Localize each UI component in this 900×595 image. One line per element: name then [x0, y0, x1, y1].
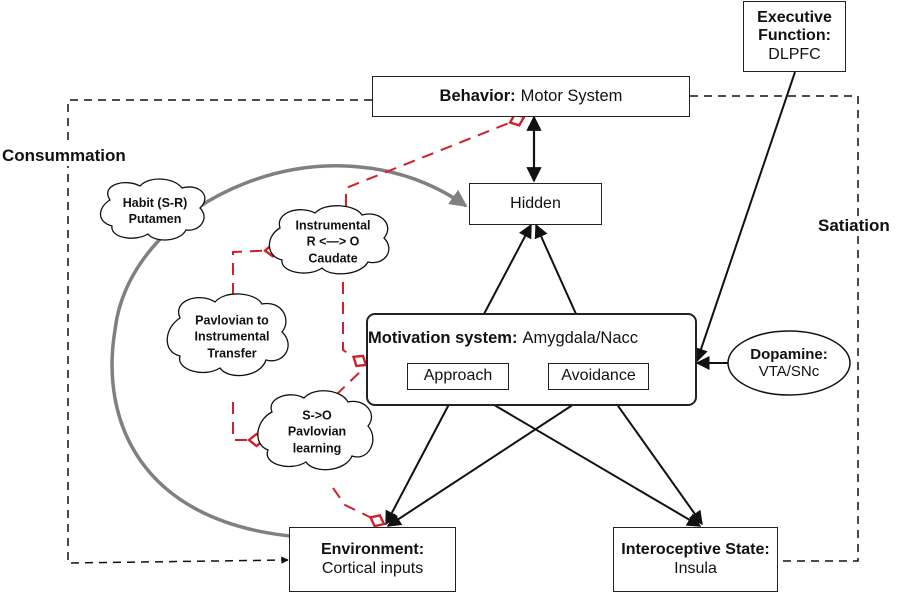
- habit-line-1: Habit (S-R): [122, 195, 188, 210]
- behavior-node-subtitle: Motor System: [520, 87, 623, 106]
- interoceptive-title: Interoceptive State:: [621, 541, 770, 559]
- executive-motivation-arrow: [694, 71, 796, 363]
- motivation-system-node: Motivation system: Amygdala/Nacc: [366, 313, 697, 406]
- consummation-dashed-arrow: [67, 99, 372, 564]
- dopamine-label-group: Dopamine: VTA/SNc: [735, 343, 843, 383]
- approach-node: Approach: [407, 363, 509, 390]
- hidden-label: Hidden: [510, 194, 561, 212]
- motivation-subtitle: Amygdala/Nacc: [522, 329, 639, 347]
- pit-line-3: Transfer: [207, 346, 257, 361]
- motivation-title: Motivation system:: [368, 329, 518, 347]
- pavlovian-line-2: Pavlovian: [287, 424, 347, 439]
- pavlovian-line-3: learning: [292, 441, 342, 456]
- pit-cloud-text: Pavlovian to Instrumental Transfer: [194, 313, 269, 362]
- interoceptive-state-node: Interoceptive State: Insula: [613, 527, 778, 592]
- dopamine-node: [727, 330, 851, 396]
- pavlovian-line-1: S->O: [302, 408, 332, 423]
- instrumental-line-2: R <—> O: [306, 234, 360, 249]
- habit-cloud-text: Habit (S-R) Putamen: [123, 195, 188, 228]
- pavlovian-cloud: [257, 390, 374, 471]
- habit-line-2: Putamen: [128, 212, 182, 226]
- pit-line-2: Instrumental: [194, 329, 270, 344]
- instrumental-cloud-text: Instrumental R <—> O Caudate: [295, 218, 370, 267]
- dopamine-title: Dopamine:: [750, 345, 828, 363]
- executive-function-node: Executive Function: DLPFC: [743, 1, 846, 72]
- avoidance-environment-arrow: [386, 388, 599, 527]
- pavlovian-motivation-red-link: [335, 369, 363, 396]
- avoidance-node: Avoidance: [548, 363, 649, 390]
- instrumental-line-1: Instrumental: [295, 218, 371, 233]
- approach-interoceptive-arrow: [465, 388, 702, 527]
- satiation-label: Satiation: [818, 216, 890, 236]
- executive-line-1: Executive: [757, 8, 832, 26]
- satiation-dashed-arrow: [690, 95, 859, 565]
- hidden-node: Hidden: [469, 183, 602, 225]
- executive-line-3: DLPFC: [768, 45, 821, 63]
- behavior-node: Behavior: Motor System: [372, 76, 690, 117]
- environment-title: Environment:: [320, 541, 425, 559]
- dopamine-subtitle: VTA/SNc: [758, 363, 820, 380]
- approach-label: Approach: [423, 367, 493, 385]
- instrumental-cloud: [268, 205, 390, 275]
- instrumental-line-3: Caudate: [308, 251, 358, 266]
- executive-line-2: Function:: [758, 27, 831, 45]
- habit-grey-arc: [110, 164, 468, 538]
- habit-cloud: [99, 178, 206, 241]
- motivation-hidden-arrow-left: [483, 223, 532, 315]
- behavior-node-title: Behavior:: [439, 87, 516, 106]
- pit-line-1: Pavlovian to: [195, 313, 269, 328]
- motivation-hidden-arrow-right: [534, 223, 577, 315]
- avoidance-interoceptive-arrow: [605, 387, 703, 526]
- environment-subtitle: Cortical inputs: [321, 559, 424, 577]
- avoidance-label: Avoidance: [561, 367, 636, 385]
- instrumental-behavior-red-link: [345, 117, 524, 206]
- consummation-label: Consummation: [2, 146, 126, 166]
- pit-cloud: [166, 293, 289, 377]
- environment-node: Environment: Cortical inputs: [289, 527, 456, 592]
- interoceptive-subtitle: Insula: [674, 559, 717, 577]
- pavlovian-environment-red-link: [332, 487, 384, 524]
- pit-instrumental-red-link: [232, 250, 280, 295]
- pavlovian-cloud-text: S->O Pavlovian learning: [288, 408, 346, 457]
- instrumental-motivation-red-link: [342, 282, 366, 365]
